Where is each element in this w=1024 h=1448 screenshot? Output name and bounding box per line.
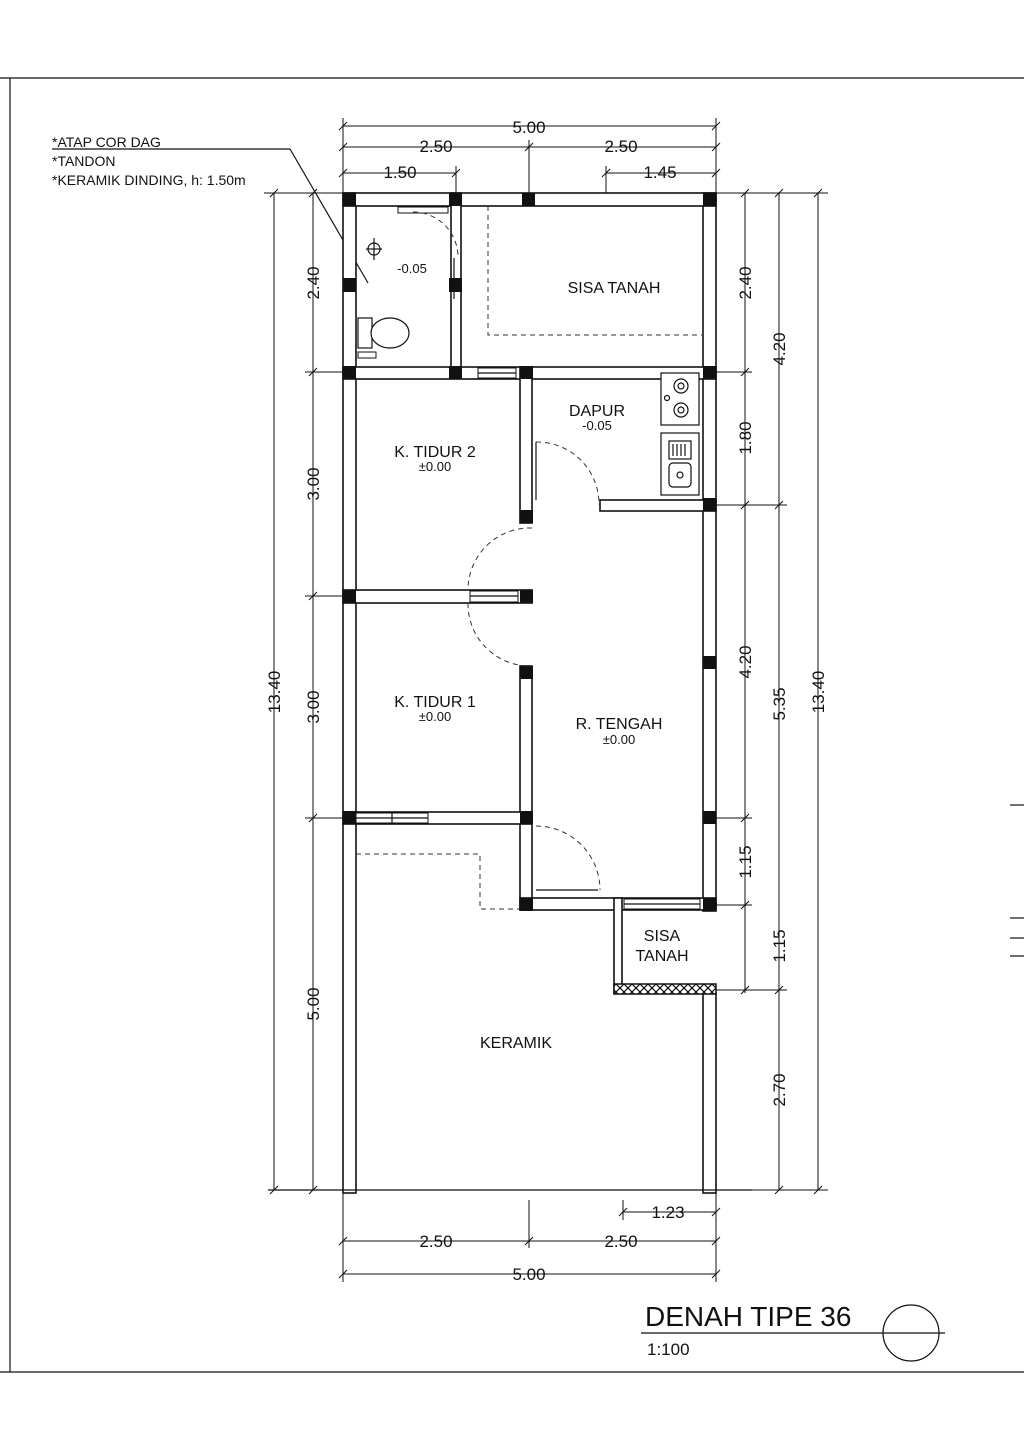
note-atap: *ATAP COR DAG bbox=[52, 134, 161, 150]
dim-bottom-right: 2.50 bbox=[604, 1232, 637, 1251]
dim-top-left: 2.50 bbox=[419, 137, 452, 156]
dim-left-4: 5.00 bbox=[304, 987, 323, 1020]
dim-right-1: 2.40 bbox=[736, 266, 755, 299]
section-marker-icon bbox=[882, 1304, 940, 1362]
dim-right-2: 1.80 bbox=[736, 421, 755, 454]
dapur-level: -0.05 bbox=[582, 418, 612, 433]
dim-right-mid-2: 5.35 bbox=[770, 687, 789, 720]
dim-top-bath: 1.50 bbox=[383, 163, 416, 182]
kitchen-sink-icon bbox=[660, 432, 700, 496]
sheet-frame bbox=[0, 77, 1024, 1373]
dimensions-left: 2.40 3.00 3.00 5.00 13.40 bbox=[264, 188, 343, 1195]
toilet-icon bbox=[357, 317, 410, 359]
dim-bottom-left: 2.50 bbox=[419, 1232, 452, 1251]
r-tengah-level: ±0.00 bbox=[603, 732, 635, 747]
fixtures bbox=[357, 238, 700, 496]
label-tanah-small: TANAH bbox=[635, 948, 688, 965]
dim-bottom-small: 1.23 bbox=[651, 1203, 684, 1222]
dimensions-right: 2.40 1.80 4.20 1.15 1.15 2.70 4.20 5.35 … bbox=[716, 188, 828, 1195]
dim-right-4: 1.15 bbox=[736, 845, 755, 878]
windows bbox=[355, 206, 701, 910]
dim-top-right: 2.50 bbox=[604, 137, 637, 156]
columns bbox=[343, 193, 716, 911]
dim-right-6: 2.70 bbox=[770, 1073, 789, 1106]
label-k-tidur-1: K. TIDUR 1 bbox=[394, 694, 476, 711]
notes-block: *ATAP COR DAG *TANDON *KERAMIK DINDING, … bbox=[52, 134, 369, 284]
dimensions-top: 5.00 2.50 2.50 1.50 1.45 bbox=[338, 118, 721, 193]
note-tandon: *TANDON bbox=[52, 153, 116, 169]
dim-top-total: 5.00 bbox=[512, 118, 545, 137]
label-k-tidur-2: K. TIDUR 2 bbox=[394, 444, 476, 461]
stove-icon bbox=[660, 372, 700, 426]
label-r-tengah: R. TENGAH bbox=[576, 716, 663, 733]
dim-right-5: 1.15 bbox=[770, 929, 789, 962]
dim-left-total: 13.40 bbox=[265, 671, 284, 714]
dim-left-1: 2.40 bbox=[304, 266, 323, 299]
dim-left-2: 3.00 bbox=[304, 467, 323, 500]
dim-right-3: 4.20 bbox=[736, 645, 755, 678]
dim-right-total: 13.40 bbox=[809, 671, 828, 714]
dim-top-kitchen: 1.45 bbox=[643, 163, 676, 182]
dim-left-3: 3.00 bbox=[304, 690, 323, 723]
dim-right-mid-1: 4.20 bbox=[770, 332, 789, 365]
label-sisa-small: SISA bbox=[644, 928, 681, 945]
dim-bottom-total: 5.00 bbox=[512, 1265, 545, 1284]
overhang-lines bbox=[356, 206, 703, 910]
bathroom-level: -0.05 bbox=[397, 261, 427, 276]
label-sisa-tanah-top: SISA TANAH bbox=[568, 280, 661, 297]
k-tidur-2-level: ±0.00 bbox=[419, 459, 451, 474]
k-tidur-1-level: ±0.00 bbox=[419, 709, 451, 724]
dimensions-bottom: 1.23 2.50 2.50 5.00 bbox=[338, 1190, 721, 1284]
room-labels: -0.05 SISA TANAH DAPUR -0.05 K. TIDUR 2 … bbox=[394, 261, 688, 1052]
note-keramik: *KERAMIK DINDING, h: 1.50m bbox=[52, 172, 246, 188]
label-keramik: KERAMIK bbox=[480, 1035, 552, 1052]
doors bbox=[412, 211, 601, 891]
title-block: DENAH TIPE 36 1:100 bbox=[641, 1301, 945, 1362]
drawing-title: DENAH TIPE 36 bbox=[645, 1301, 851, 1332]
label-dapur: DAPUR bbox=[569, 403, 625, 420]
drawing-scale: 1:100 bbox=[647, 1340, 690, 1359]
